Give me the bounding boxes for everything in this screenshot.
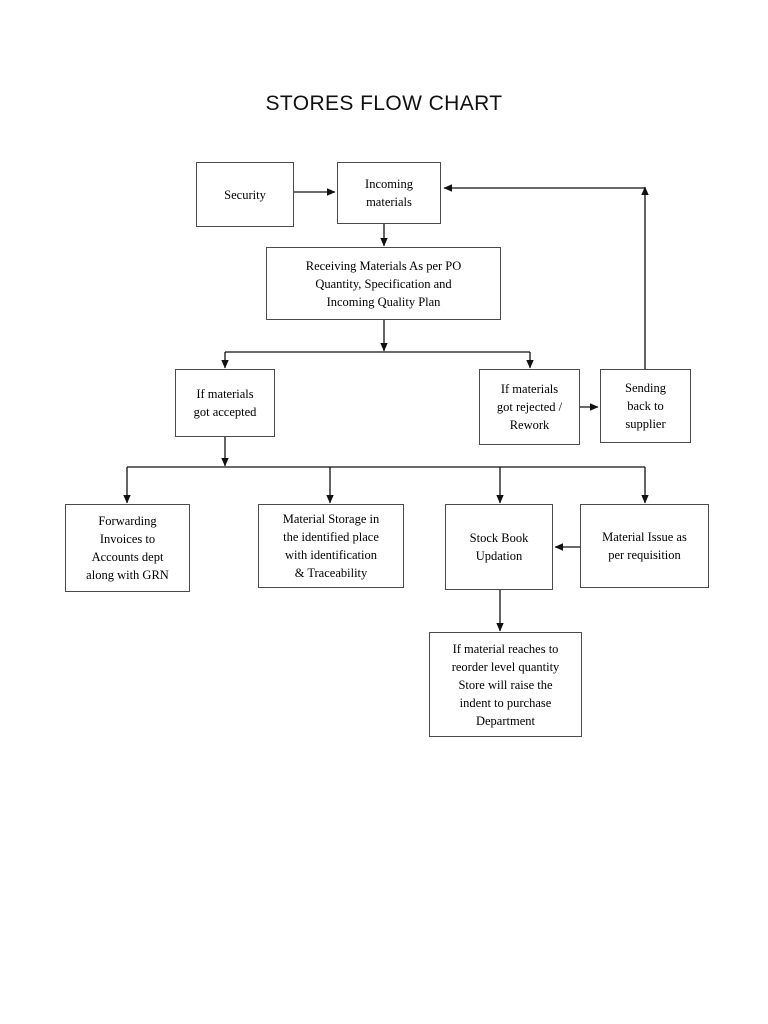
node-material-storage-label: Material Storage in the identified place… [282, 512, 380, 580]
node-materials-rejected[interactable]: If materials got rejected / Rework [479, 369, 580, 445]
node-material-issue[interactable]: Material Issue as per requisition [580, 504, 709, 588]
node-forwarding-invoices-label: Forwarding Invoices to Accounts dept alo… [86, 514, 169, 582]
node-security-label: Security [224, 187, 266, 202]
node-stock-book-label: Stock Book Updation [469, 531, 529, 563]
node-security[interactable]: Security [196, 162, 294, 227]
node-incoming-materials-label: Incoming materials [365, 177, 413, 209]
node-receiving-materials[interactable]: Receiving Materials As per PO Quantity, … [266, 247, 501, 320]
page-title: STORES FLOW CHART [265, 92, 503, 115]
node-sending-back-label: Sending back to supplier [625, 381, 666, 431]
node-forwarding-invoices[interactable]: Forwarding Invoices to Accounts dept alo… [65, 504, 190, 592]
node-reorder-indent[interactable]: If material reaches to reorder level qua… [429, 632, 582, 737]
node-material-issue-label: Material Issue as per requisition [602, 530, 687, 562]
node-receiving-materials-label: Receiving Materials As per PO Quantity, … [305, 258, 462, 309]
node-materials-accepted-label: If materials got accepted [193, 387, 257, 419]
node-incoming-materials[interactable]: Incoming materials [337, 162, 441, 224]
node-materials-accepted[interactable]: If materials got accepted [175, 369, 275, 437]
node-reorder-indent-label: If material reaches to reorder level qua… [451, 641, 560, 728]
node-sending-back[interactable]: Sending back to supplier [600, 369, 691, 443]
node-materials-rejected-label: If materials got rejected / Rework [496, 382, 563, 432]
node-stock-book[interactable]: Stock Book Updation [445, 504, 553, 590]
node-material-storage[interactable]: Material Storage in the identified place… [258, 504, 404, 588]
